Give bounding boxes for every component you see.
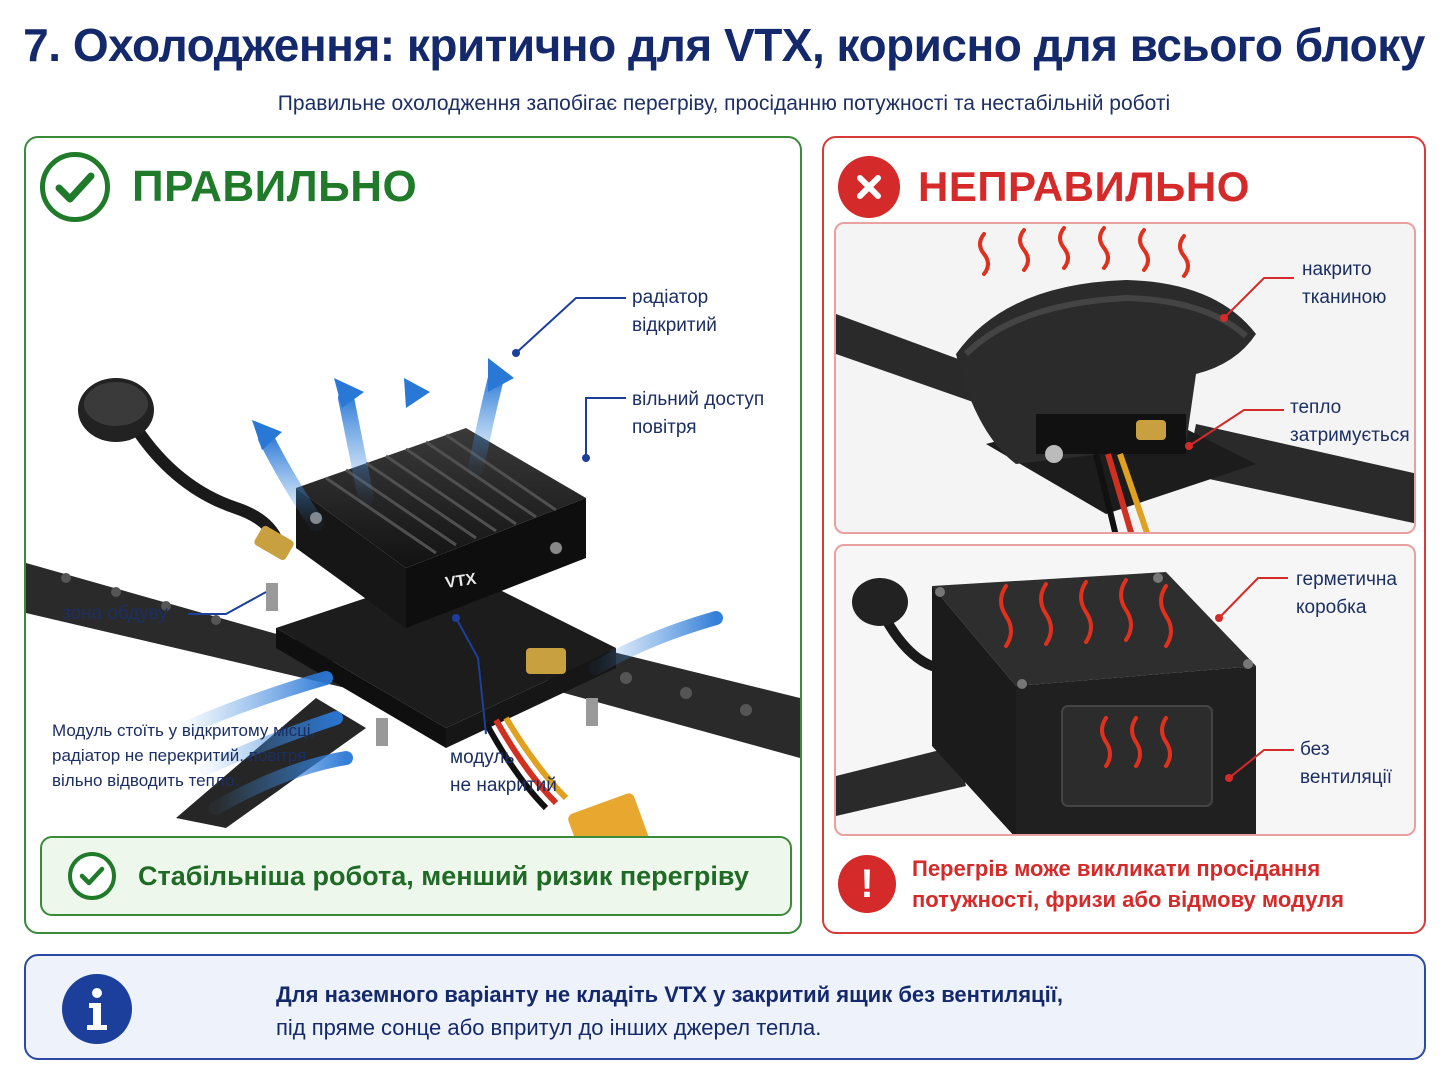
check-icon bbox=[40, 152, 110, 222]
correct-summary: Стабільніша робота, менший ризик перегрі… bbox=[40, 836, 792, 916]
info-text: Для наземного варіанту не кладіть VTX у … bbox=[276, 982, 1063, 1040]
label-blow-zone: зона обдуву bbox=[62, 603, 168, 624]
label-no-vent: без вентиляції bbox=[1300, 739, 1393, 788]
wrong-summary: ! Перегрів може викликати просідання пот… bbox=[838, 846, 1408, 922]
wrong-summary-text: Перегрів може викликати просідання потуж… bbox=[912, 856, 1345, 912]
label-pointers-bad bbox=[1185, 277, 1294, 782]
check-icon bbox=[68, 852, 116, 900]
label-sealed-box: герметична коробка bbox=[1296, 569, 1397, 618]
correct-description: Модуль стоїть у відкритому місці, радіат… bbox=[52, 721, 316, 790]
label-covered-cloth: накрито тканиною bbox=[1302, 259, 1387, 308]
vtx-marking: VTX bbox=[444, 571, 478, 592]
correct-summary-text: Стабільніша робота, менший ризик перегрі… bbox=[138, 860, 749, 891]
label-not-covered: модуль не накритий bbox=[450, 747, 557, 796]
wrong-panel: НЕПРАВИЛЬНО bbox=[822, 136, 1426, 934]
correct-panel: ПРАВИЛЬНО bbox=[24, 136, 802, 934]
warning-icon: ! bbox=[838, 855, 896, 913]
label-heat-held: тепло затримується bbox=[1290, 397, 1410, 446]
correct-heading-text: ПРАВИЛЬНО bbox=[132, 162, 418, 211]
label-pointers-good bbox=[188, 297, 626, 735]
drone-covered-illustration bbox=[834, 222, 1416, 534]
sealed-box-illustration bbox=[834, 544, 1416, 836]
info-bar: Для наземного варіанту не кладіть VTX у … bbox=[24, 954, 1426, 1060]
cross-icon bbox=[838, 156, 900, 218]
wrong-heading-text: НЕПРАВИЛЬНО bbox=[918, 163, 1250, 210]
drone-open-illustration: VTX bbox=[26, 348, 800, 868]
correct-heading: ПРАВИЛЬНО bbox=[40, 152, 417, 222]
label-free-air: вільний доступ повітря bbox=[632, 389, 765, 438]
page-title: 7. Охолодження: критично для VTX, корисн… bbox=[23, 19, 1425, 71]
label-radiator-open: радіатор відкритий bbox=[632, 287, 717, 336]
page-subtitle: Правильне охолодження запобігає перегрів… bbox=[277, 92, 1171, 115]
wrong-heading: НЕПРАВИЛЬНО bbox=[838, 156, 1250, 218]
info-icon bbox=[62, 974, 132, 1044]
